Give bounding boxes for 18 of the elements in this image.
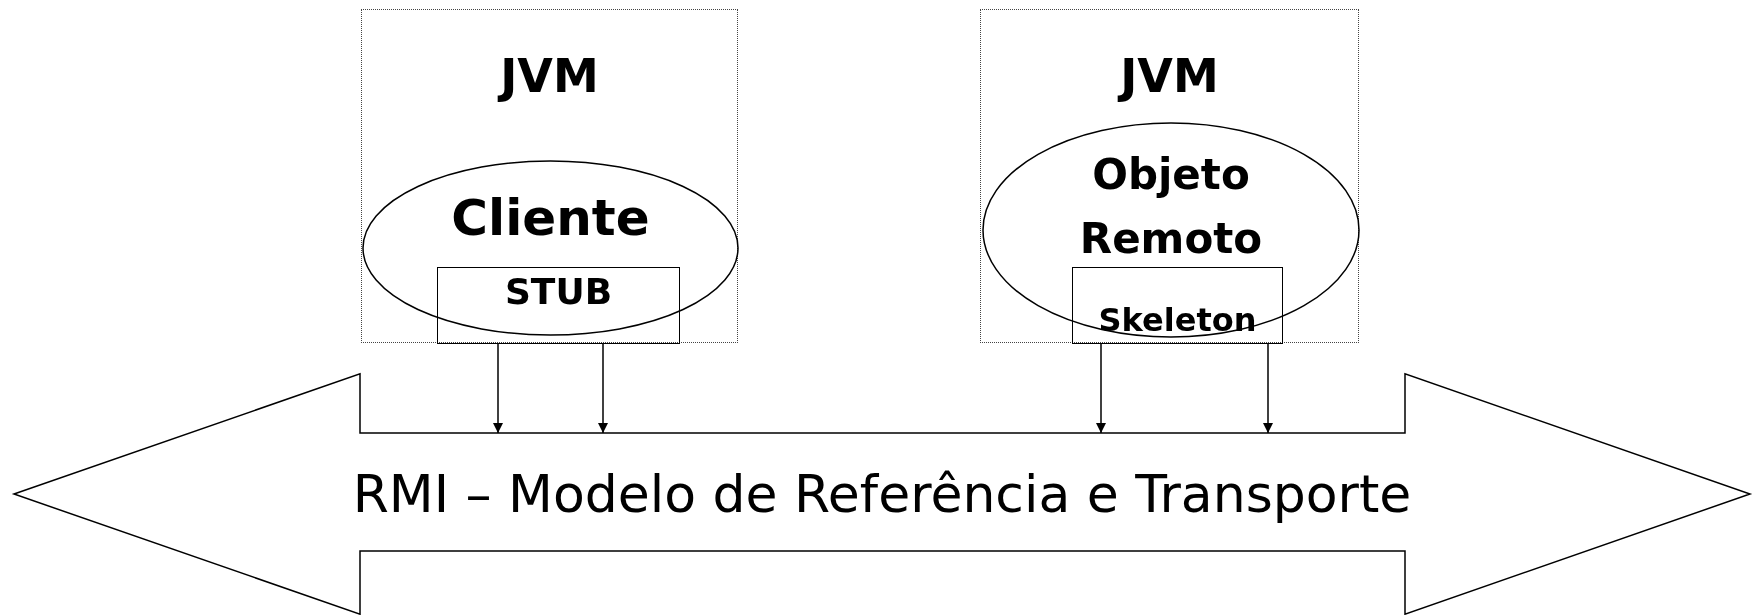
box-label: Skeleton (1097, 301, 1258, 339)
double-arrow-band (13, 373, 1751, 615)
band-label: RMI – Modelo de Referência e Transporte (351, 463, 1413, 525)
container-title: JVM (362, 49, 737, 104)
arrow (598, 342, 608, 434)
client-ellipse (362, 160, 739, 336)
remote-object-ellipse (982, 122, 1360, 338)
ellipse-label: Objeto Remoto (1078, 149, 1264, 265)
arrow (493, 342, 503, 434)
ellipse-label: Cliente (450, 188, 651, 248)
arrow (1263, 342, 1273, 434)
jvm-container (980, 9, 1359, 343)
skeleton-box (1072, 267, 1283, 344)
arrow (1096, 342, 1106, 434)
jvm-container (361, 9, 738, 343)
stub-box (437, 267, 680, 344)
box-label: STUB (503, 270, 614, 313)
container-title: JVM (981, 49, 1358, 104)
